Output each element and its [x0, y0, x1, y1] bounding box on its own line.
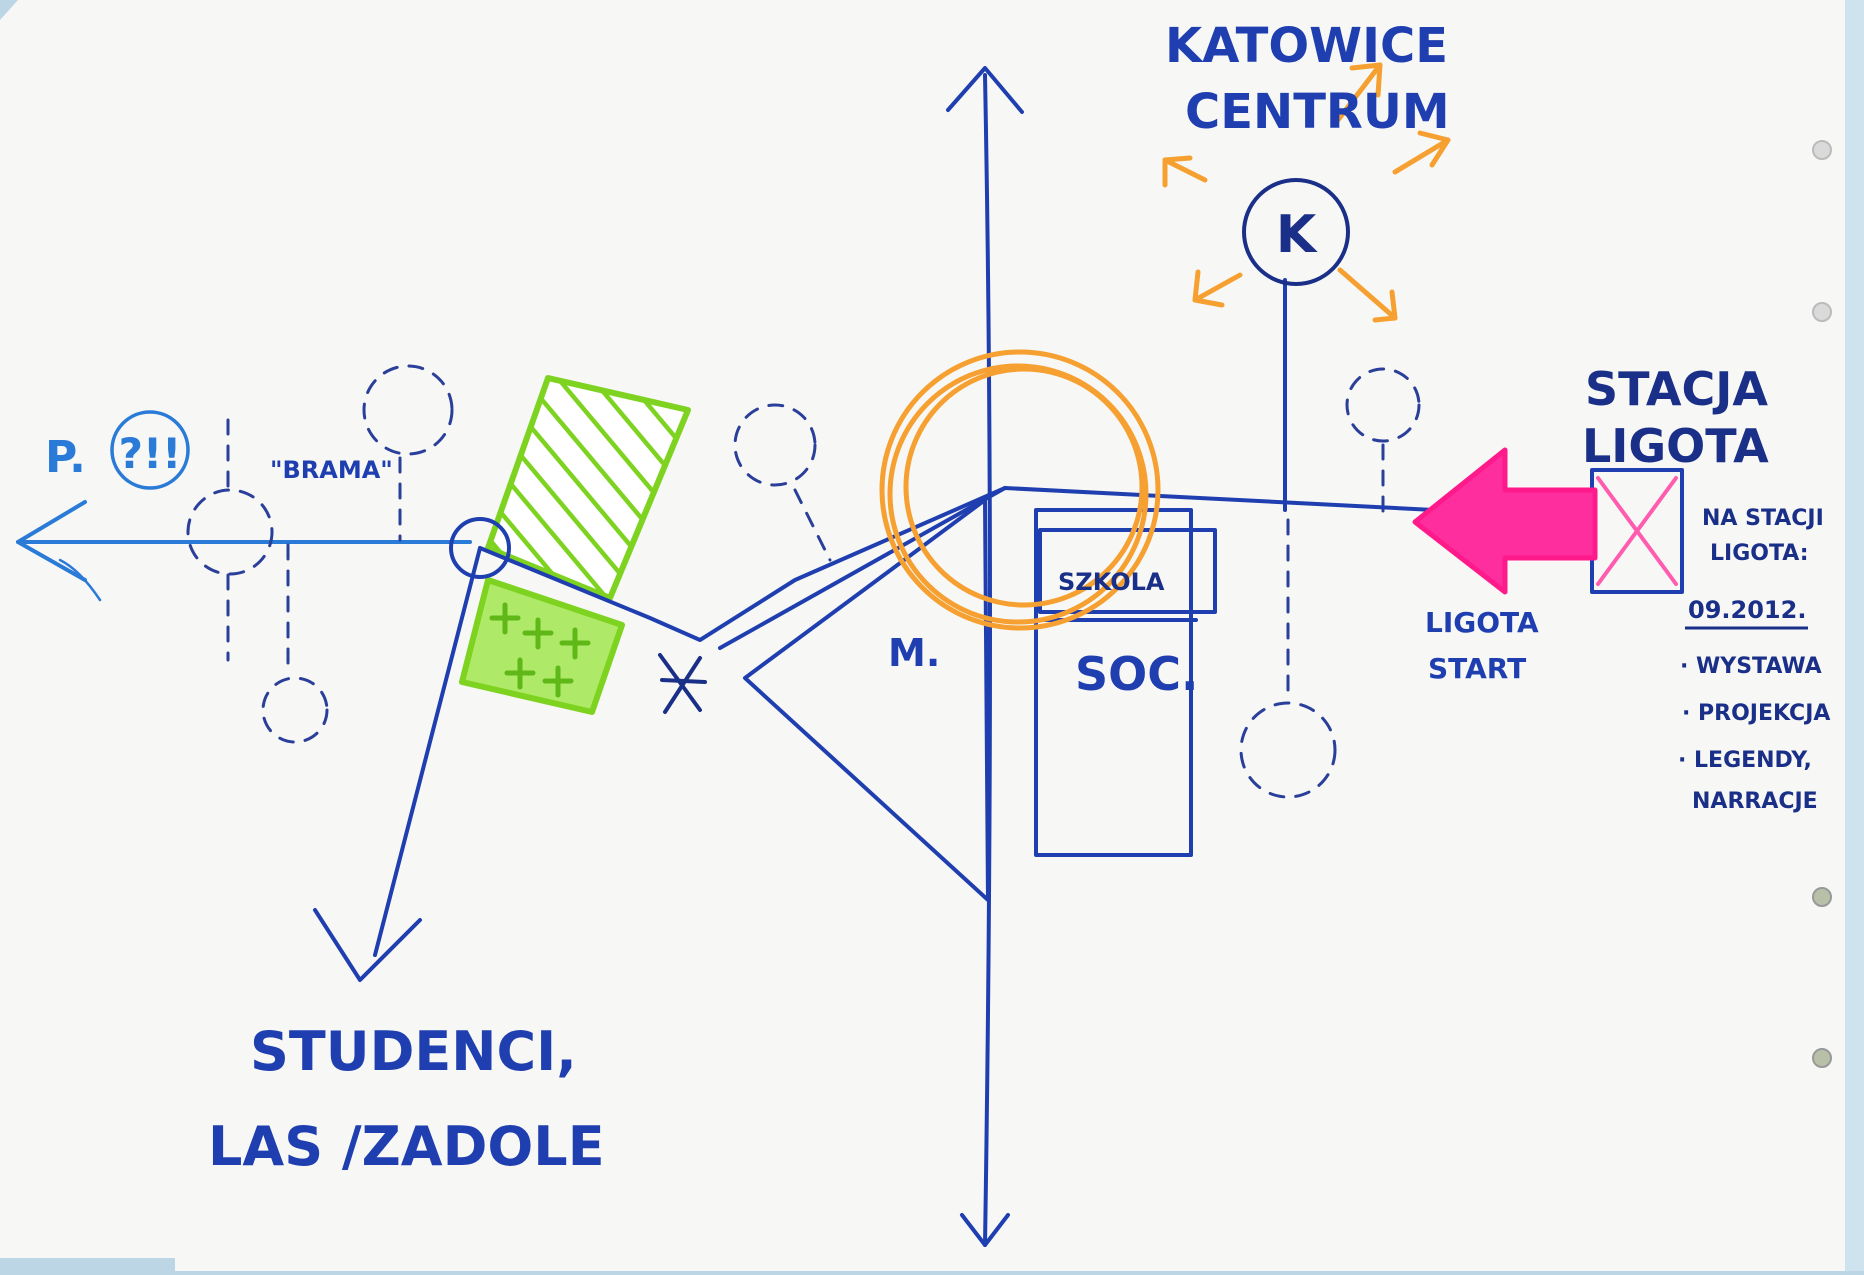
ligota-start-label-2: START — [1428, 652, 1526, 685]
k-marker: K — [1242, 178, 1350, 286]
event-notes: NA STACJI LIGOTA: 09.2012. · WYSTAWA · P… — [1678, 506, 1830, 814]
notes-date: 09.2012. — [1688, 596, 1806, 624]
orange-arrows — [1162, 62, 1451, 323]
x-marker — [658, 653, 707, 714]
ligota-arrow — [1412, 447, 1598, 595]
road-network — [313, 66, 1684, 1247]
p-label: P. — [45, 432, 86, 483]
centrum-label: CENTRUM — [1185, 84, 1450, 140]
notes-item-1: · WYSTAWA — [1680, 654, 1822, 679]
p-question-circle — [110, 410, 190, 490]
studenci-label: STUDENCI, — [250, 1020, 577, 1083]
brama-label: "BRAMA" — [270, 456, 393, 484]
notes-line-1: NA STACJI — [1702, 506, 1824, 531]
notes-line-2: LIGOTA: — [1710, 541, 1809, 566]
katowice-label: KATOWICE — [1165, 18, 1448, 74]
soc-label: SOC. — [1075, 647, 1198, 701]
background-edge — [1845, 0, 1864, 1271]
stacja-label: STACJA — [1585, 362, 1768, 416]
punch-holes — [1812, 140, 1832, 1068]
k-marker-label: K — [1276, 205, 1318, 265]
p-question-label: ?!! — [119, 429, 182, 478]
m-label: M. — [888, 631, 940, 675]
station-box-cross — [1596, 476, 1678, 586]
notes-item-3: · LEGENDY, — [1678, 748, 1812, 773]
ligota-start-label-1: LIGOTA — [1425, 606, 1539, 639]
orange-ring — [879, 349, 1161, 631]
green-cross-area — [459, 577, 625, 715]
dashed-markers — [186, 364, 1421, 799]
arrow-to-p — [16, 500, 472, 602]
las-zadole-label: LAS /ZADOLE — [208, 1115, 605, 1178]
green-hatched-area — [485, 375, 691, 601]
szkola-label: SZKOLA — [1058, 568, 1165, 596]
notes-item-2: · PROJEKCJA — [1682, 701, 1830, 726]
ligota-label: LIGOTA — [1582, 419, 1769, 473]
notes-item-4: NARRACJE — [1692, 789, 1818, 814]
